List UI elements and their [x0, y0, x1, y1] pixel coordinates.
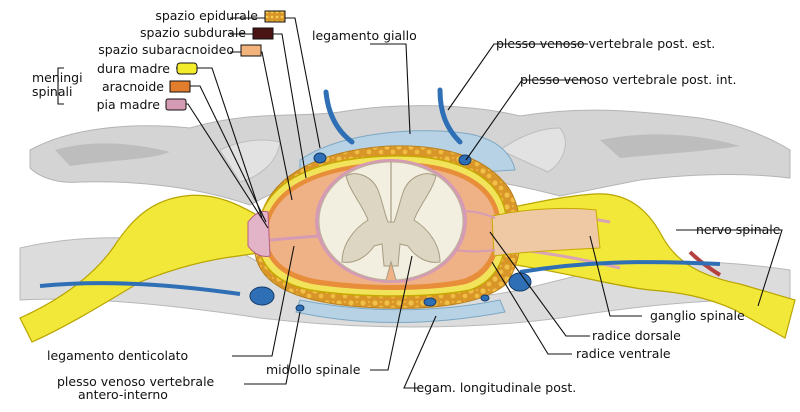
label-spazio-subdurale: spazio subdurale: [140, 25, 246, 40]
nerve-left: [19, 194, 266, 343]
meningi-bracket: [57, 67, 64, 105]
swatch-dura-madre: [176, 62, 198, 75]
leader-legamento-denticolato: [232, 245, 295, 357]
venous-plexus: [39, 87, 721, 312]
label-aracnoide: aracnoide: [102, 79, 164, 94]
vein-anterior-small-1: [423, 297, 437, 307]
leader-plesso-post-est: [447, 43, 588, 111]
label-plesso-post-est: plesso venoso vertebrale post. est.: [496, 36, 715, 51]
denticulate-ligament: [269, 234, 319, 242]
ganglion-nerve-end: [688, 250, 722, 277]
label-spazio-subaracnoideo: spazio subaracnoideo: [98, 42, 234, 57]
vein-posterior-internal-right: [458, 154, 472, 166]
label-radice-dorsale: radice dorsale: [592, 328, 681, 343]
vein-anterior-small-2: [295, 304, 305, 312]
leader-radice-dorsale: [489, 231, 590, 337]
anterior-vein-right: [519, 260, 721, 274]
vein-posterior-internal-left: [313, 152, 327, 164]
posterior-external-vein-right: [437, 87, 463, 145]
dura-sleeve-right: [491, 207, 601, 257]
leader-nervo-spinale: [676, 229, 783, 307]
swatch-spazio-subaracnoideo: [240, 44, 262, 57]
anterior-vein-left: [39, 281, 241, 296]
label-pia-madre: pia madre: [97, 97, 161, 112]
posterior-external-vein-left: [323, 89, 355, 145]
leader-spazio-subdurale: [230, 33, 307, 179]
label-nervo-spinale: nervo spinale: [696, 222, 781, 237]
leader-ganglio-spinale: [589, 235, 642, 317]
dura-sleeve-left: [247, 210, 271, 257]
swatch-spazio-epidurale: [264, 10, 286, 23]
legend-swatches: [165, 10, 286, 111]
vein-anterior-small-3: [480, 294, 490, 302]
swatch-aracnoide: [169, 80, 191, 93]
label-midollo-spinale: midollo spinale: [266, 362, 361, 377]
vein-anterior-internal-left: [249, 286, 275, 306]
leader-plesso-antero: [244, 311, 301, 385]
label-spinali: spinali: [32, 84, 72, 99]
bone-shadow-left: [55, 143, 170, 166]
label-dura-madre: dura madre: [97, 61, 170, 76]
label-meningi: meningi: [32, 70, 83, 85]
swatch-pia-madre: [165, 98, 187, 111]
spinal-cord: [315, 159, 467, 283]
label-spazio-epidurale: spazio epidurale: [155, 8, 258, 23]
leader-legamento-giallo: [370, 43, 411, 135]
label-ganglio-spinale: ganglio spinale: [650, 308, 745, 323]
leader-radice-ventrale: [491, 261, 572, 355]
label-legam-longitudinale: legam. longitudinale post.: [413, 380, 576, 395]
vein-anterior-internal-right: [508, 272, 532, 292]
nerve-root-ventral-fibers: [454, 249, 496, 253]
leader-plesso-post-int: [465, 79, 588, 161]
label-plesso-post-int: plesso venoso vertebrale post. int.: [520, 72, 736, 87]
leader-legam-longitudinale: [403, 315, 437, 389]
label-legamento-denticolato: legamento denticolato: [47, 348, 188, 363]
labels: spazio epidurale spazio subdurale spazio…: [32, 8, 781, 402]
label-plesso-antero-1: plesso venoso vertebrale: [57, 374, 215, 389]
label-plesso-antero-2: antero-interno: [78, 387, 168, 402]
bone-crest-right: [498, 127, 566, 173]
grey-matter: [341, 173, 441, 267]
leader-midollo-spinale: [370, 255, 413, 371]
bone-shadow-right: [600, 134, 740, 158]
label-radice-ventrale: radice ventrale: [576, 346, 671, 361]
leader-spazio-epidurale: [230, 17, 321, 149]
label-legamento-giallo: legamento giallo: [312, 28, 417, 43]
anterior-median-fissure: [385, 260, 397, 281]
swatch-spazio-subdurale: [252, 27, 274, 40]
